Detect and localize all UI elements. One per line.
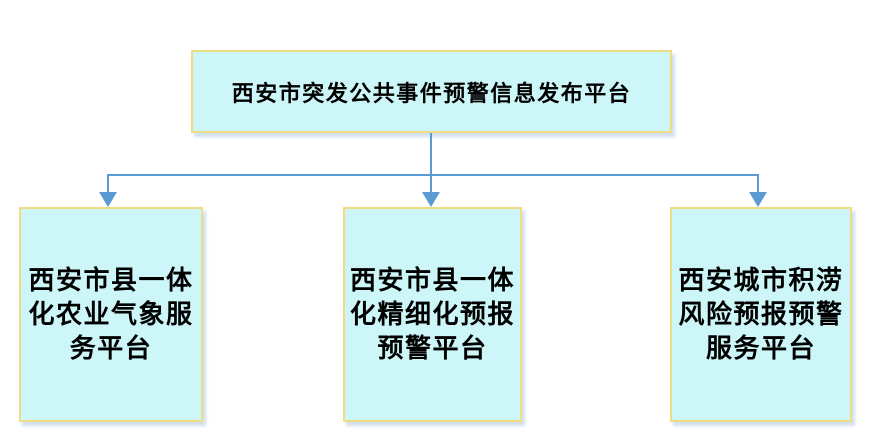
connector-left-drop-line (107, 174, 109, 194)
child-node-refined-forecast-platform: 西安市县一体 化精细化预报 预警平台 (343, 207, 522, 422)
arrow-down-left-icon (99, 192, 117, 207)
connector-horizontal-rail (107, 174, 759, 176)
connector-trunk-line (430, 133, 432, 194)
child-node-waterlogging-risk-platform: 西安城市积涝 风险预报预警 服务平台 (670, 207, 852, 422)
connector-right-drop-line (757, 174, 759, 194)
child-node-agro-weather-platform: 西安市县一体 化农业气象服 务平台 (19, 207, 203, 422)
arrow-down-center-icon (422, 192, 440, 207)
root-node-warning-release-platform: 西安市突发公共事件预警信息发布平台 (191, 50, 672, 133)
arrow-down-right-icon (749, 192, 767, 207)
